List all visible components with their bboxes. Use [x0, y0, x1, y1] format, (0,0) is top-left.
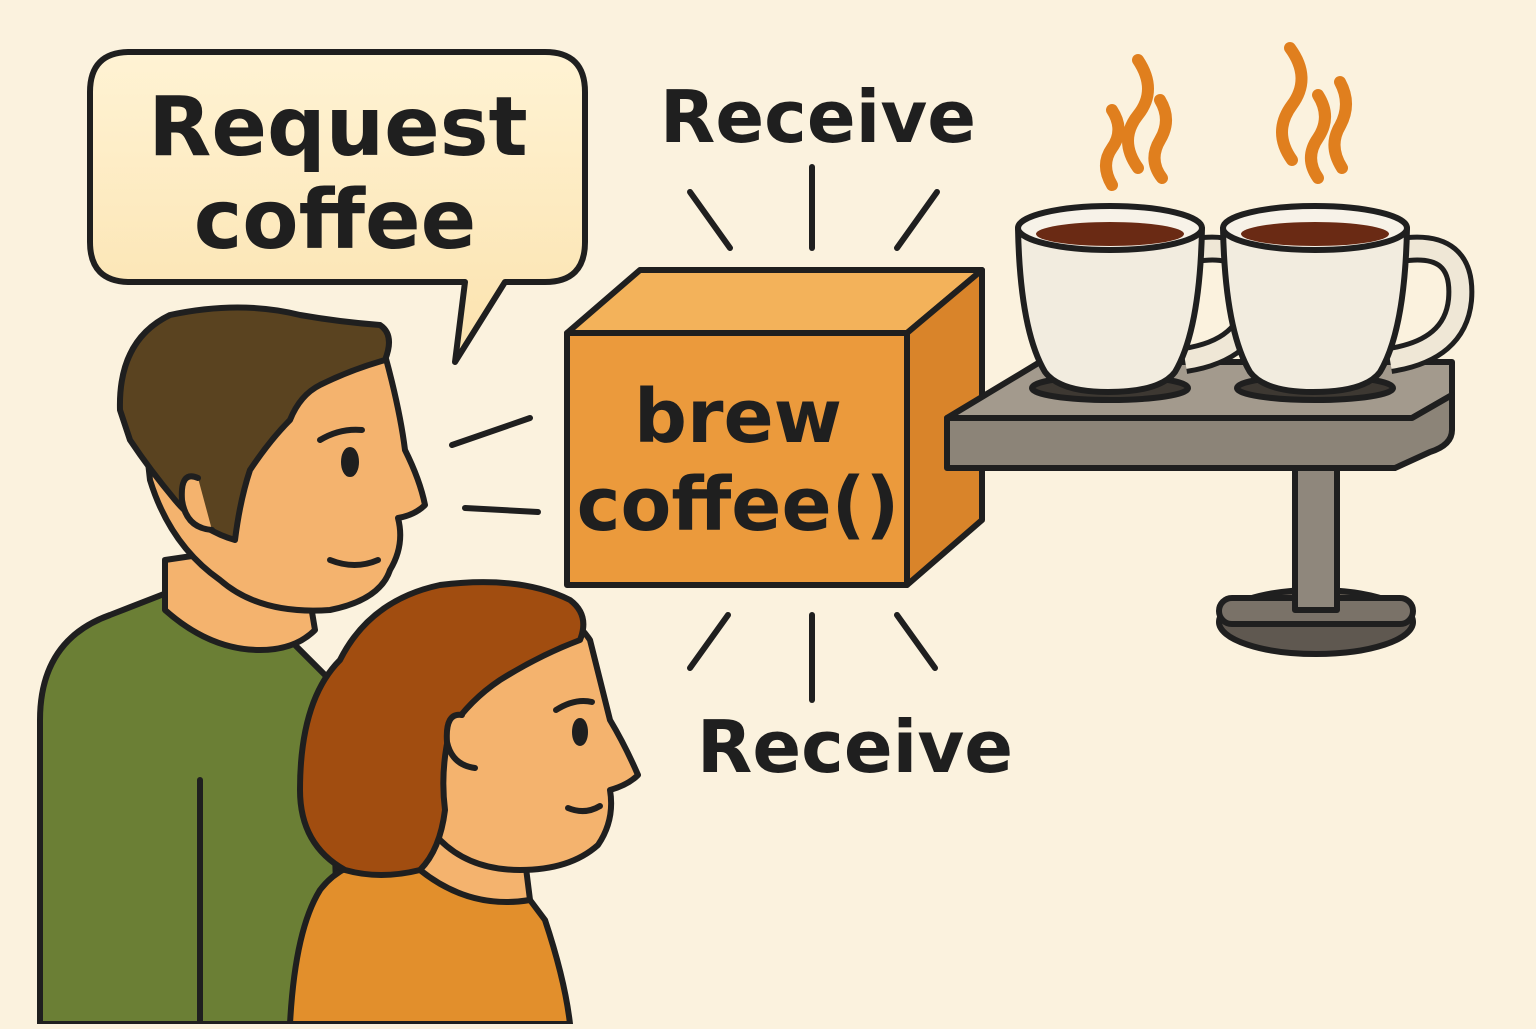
box-text-coffee-call: coffee()	[577, 462, 900, 548]
bubble-text-request: Request	[148, 80, 527, 175]
woman-hair	[297, 579, 587, 878]
steam-left-3	[1148, 94, 1172, 184]
woman-eyebrow	[553, 698, 595, 713]
motion-line-top-left	[687, 189, 733, 251]
bubble-text-coffee: coffee	[194, 173, 477, 268]
motion-line-bottom-left	[687, 612, 731, 671]
motion-line-left-lower	[462, 505, 541, 515]
man-ear	[178, 473, 215, 533]
woman-figure	[287, 579, 641, 1027]
speech-bubble: Request coffee	[87, 49, 588, 365]
motion-line-bottom-right	[894, 612, 938, 671]
woman-smile	[565, 803, 603, 814]
steam	[1100, 42, 1352, 191]
steam-right-2	[1305, 89, 1331, 184]
steam-right-1	[1276, 42, 1308, 166]
box-text-brew: brew	[634, 374, 842, 460]
receive-label-bottom: Receive	[697, 705, 1013, 789]
cup-tray-stand	[944, 359, 1455, 657]
steam-right-3	[1328, 76, 1352, 174]
motion-line-top-right	[894, 189, 940, 251]
man-smile	[327, 557, 381, 568]
steam-left-1	[1122, 54, 1154, 174]
man-figure	[37, 304, 428, 1027]
brew-coffee-box	[564, 267, 985, 588]
receive-label-top: Receive	[660, 75, 976, 159]
man-eyebrow	[317, 426, 365, 443]
tray-front	[944, 392, 1455, 471]
cup-right-coffee	[1241, 222, 1389, 246]
box-front-face	[564, 330, 910, 588]
cup-right-handle-inner	[1388, 239, 1470, 369]
woman-ear	[443, 711, 478, 771]
coffee-cup-right	[1220, 203, 1475, 403]
man-eye	[341, 447, 359, 477]
stand-pole	[1292, 462, 1340, 613]
motion-lines	[449, 164, 940, 703]
cup-left-body	[1015, 225, 1205, 395]
cup-right-body	[1220, 225, 1410, 395]
motion-line-left-upper	[449, 415, 533, 448]
cup-left-coffee	[1036, 222, 1184, 246]
woman-eye	[572, 718, 588, 746]
steam-left-2	[1100, 104, 1125, 191]
